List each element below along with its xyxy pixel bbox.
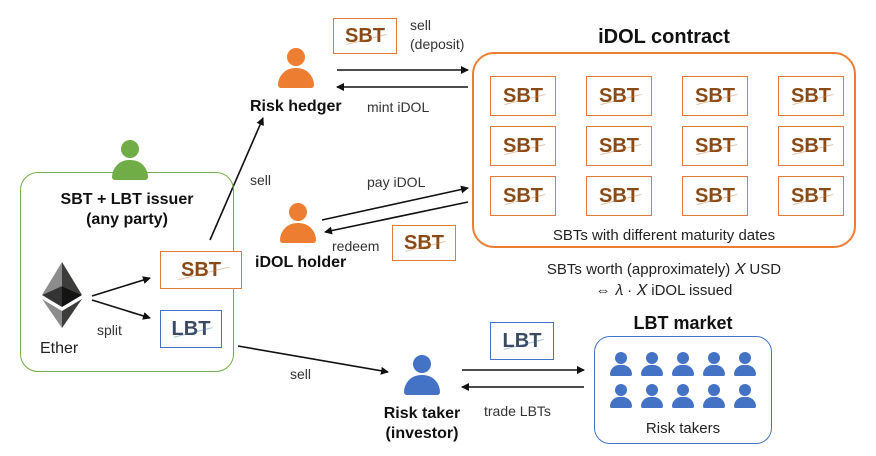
lbt-market-title: LBT market: [633, 313, 733, 333]
sell-to-hedger-label: sell: [250, 172, 272, 188]
contract-sbt-token: SBT: [490, 126, 556, 166]
pay-idol-label: pay iDOL: [367, 174, 426, 190]
issuer-sbt-token-label: SBT: [181, 258, 221, 281]
market-lbt-token: LBT: [490, 322, 554, 360]
contract-issued-line: ⇔ 𝜆 · 𝑋 iDOL issued: [595, 282, 733, 299]
ether-icon: [42, 262, 82, 328]
redeem-arrow: [324, 201, 469, 235]
contract-sbt-token-label: SBT: [599, 84, 639, 107]
contract-sbt-token-label: SBT: [503, 134, 543, 157]
contract-sbt-token: SBT: [778, 176, 844, 216]
risk-taker-label-line2: (investor): [385, 425, 459, 442]
sell-deposit-line1: sell: [410, 17, 432, 33]
idol-holder-label: iDOL holder: [255, 254, 347, 271]
split-arrow-sbt: [91, 276, 151, 297]
risk-taker-person-icon: [404, 355, 440, 395]
contract-caption: SBTs with different maturity dates: [552, 227, 776, 244]
contract-sbt-token: SBT: [490, 76, 556, 116]
contract-sbt-token: SBT: [586, 176, 652, 216]
risk-taker-mini-icon: [641, 384, 663, 408]
sell-to-hedger-arrow: [209, 117, 264, 241]
split-arrow-lbt: [91, 299, 151, 320]
lbt-market-box: [594, 336, 772, 444]
issuer-person-icon: [112, 140, 148, 180]
contract-sbt-token-label: SBT: [503, 84, 543, 107]
contract-sbt-token-label: SBT: [695, 84, 735, 107]
contract-sbt-token-label: SBT: [503, 184, 543, 207]
risk-hedger-person-icon: [278, 48, 314, 88]
sell-to-taker-label: sell: [290, 366, 312, 382]
risk-taker-label-line1: Risk taker: [383, 405, 461, 422]
contract-title: iDOL contract: [598, 26, 730, 48]
risk-taker-mini-icon: [641, 352, 663, 376]
issuer-sbt-token: SBT: [160, 251, 242, 289]
risk-hedger-label: Risk hedger: [250, 98, 342, 115]
contract-sbt-token-label: SBT: [791, 134, 831, 157]
contract-sbt-token: SBT: [682, 176, 748, 216]
contract-worth-line: SBTs worth (approximately) 𝑋 USD: [546, 261, 782, 278]
sell-to-taker-arrow: [237, 345, 389, 375]
redeem-label: redeem: [332, 238, 380, 254]
risk-taker-mini-icon: [672, 352, 694, 376]
contract-sbt-token-label: SBT: [695, 184, 735, 207]
deposit-sbt-token: SBT: [333, 18, 397, 54]
risk-taker-mini-icon: [672, 384, 694, 408]
contract-sbt-token-label: SBT: [695, 134, 735, 157]
mint-idol-label: mint iDOL: [367, 99, 430, 115]
contract-sbt-token: SBT: [586, 76, 652, 116]
market-lbt-token-label: LBT: [502, 329, 542, 352]
contract-sbt-token-label: SBT: [599, 134, 639, 157]
idol-holder-person-icon: [280, 203, 316, 243]
risk-taker-mini-icon: [734, 352, 756, 376]
contract-sbt-token: SBT: [490, 176, 556, 216]
redeem-sbt-token: SBT: [392, 225, 456, 261]
contract-sbt-token: SBT: [778, 126, 844, 166]
issuer-lbt-token-label: LBT: [171, 317, 211, 340]
deposit-sbt-token-label: SBT: [345, 24, 385, 47]
lbt-market-caption: Risk takers: [645, 420, 721, 437]
risk-taker-mini-icon: [734, 384, 756, 408]
risk-taker-mini-icon: [610, 384, 632, 408]
trade-lbts-label: trade LBTs: [484, 403, 551, 419]
issuer-lbt-token: LBT: [160, 310, 222, 348]
issuer-label-line2: (any party): [86, 211, 168, 228]
contract-sbt-token: SBT: [682, 126, 748, 166]
risk-taker-mini-icon: [703, 384, 725, 408]
risk-taker-mini-icon: [703, 352, 725, 376]
sell-deposit-line2: (deposit): [410, 36, 465, 52]
contract-sbt-token-label: SBT: [791, 184, 831, 207]
issuer-label-line1: SBT + LBT issuer: [60, 191, 194, 208]
contract-sbt-token: SBT: [778, 76, 844, 116]
contract-sbt-token: SBT: [682, 76, 748, 116]
contract-sbt-token-label: SBT: [599, 184, 639, 207]
redeem-sbt-token-label: SBT: [404, 231, 444, 254]
contract-box: [472, 52, 856, 248]
pay-idol-arrow: [321, 185, 469, 221]
split-label: split: [97, 322, 122, 338]
risk-taker-mini-icon: [610, 352, 632, 376]
contract-sbt-token-label: SBT: [791, 84, 831, 107]
ether-label: Ether: [40, 340, 79, 357]
contract-sbt-token: SBT: [586, 126, 652, 166]
